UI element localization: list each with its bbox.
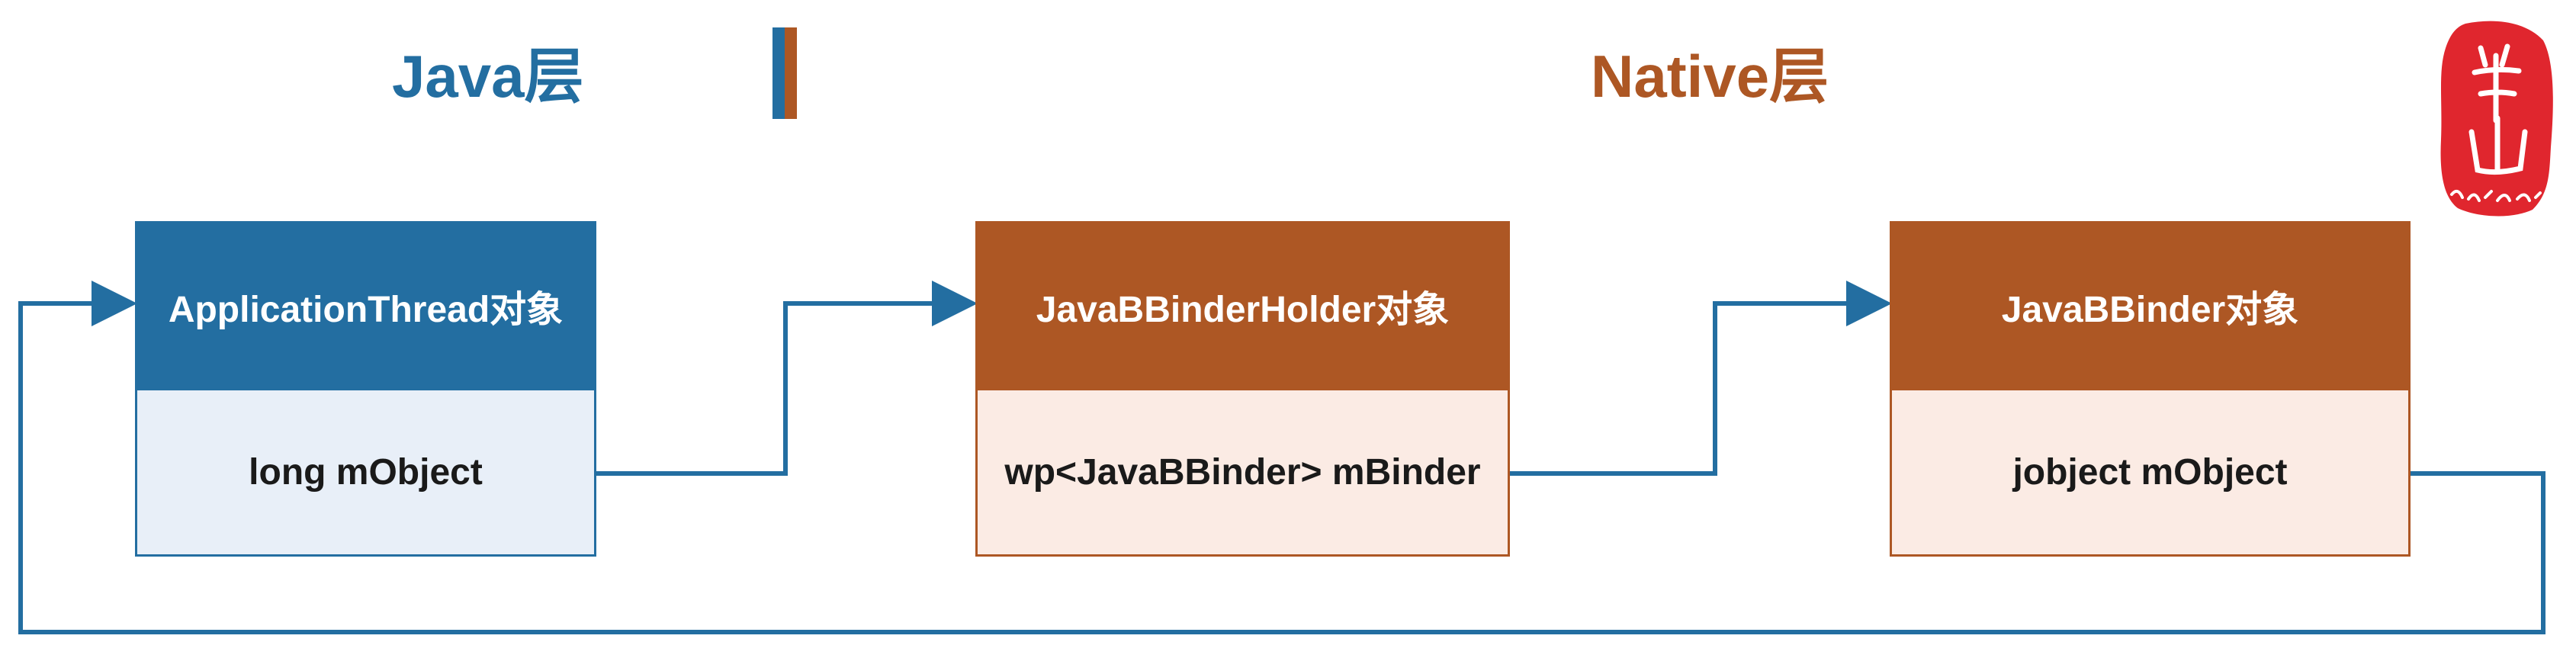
- application-thread-box: ApplicationThread对象 long mObject: [135, 221, 596, 557]
- banshan-seal-logo: [2440, 21, 2553, 217]
- arrow-box3-back-to-box1: [18, 281, 2545, 634]
- box-field: jobject mObject: [1890, 390, 2411, 557]
- box-title: JavaBBinderHolder对象: [975, 221, 1510, 390]
- arrow-box1-to-box2: [596, 281, 978, 476]
- box-title: ApplicationThread对象: [135, 221, 596, 390]
- arrow-box2-to-box3: [1510, 281, 1892, 476]
- layer-divider: [772, 27, 797, 119]
- native-layer-label: Native层: [1591, 43, 1829, 110]
- javabbinderholder-box: JavaBBinderHolder对象 wp<JavaBBinder> mBin…: [975, 221, 1510, 557]
- divider-java-stripe: [772, 27, 785, 119]
- box-title: JavaBBinder对象: [1890, 221, 2411, 390]
- box-field: long mObject: [135, 390, 596, 557]
- java-layer-label: Java层: [392, 43, 584, 110]
- javabbinder-box: JavaBBinder对象 jobject mObject: [1890, 221, 2411, 557]
- divider-native-stripe: [785, 27, 797, 119]
- box-field: wp<JavaBBinder> mBinder: [975, 390, 1510, 557]
